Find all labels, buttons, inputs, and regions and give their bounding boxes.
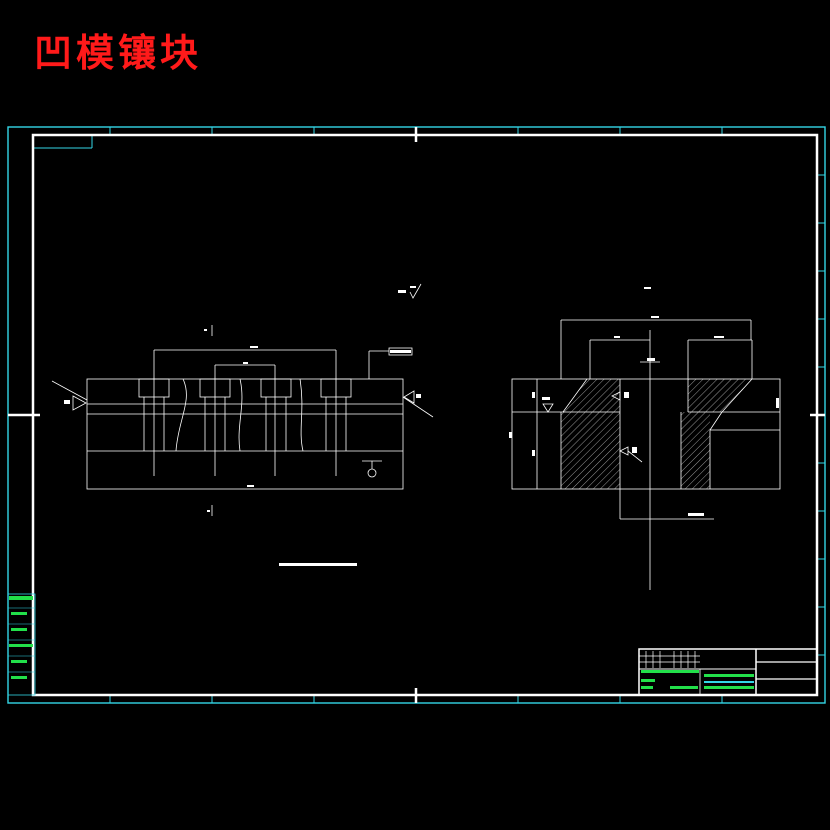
title-block <box>638 648 818 696</box>
centering-marks <box>8 127 825 703</box>
roughness-symbol <box>398 283 422 299</box>
margin-stamp-table <box>7 593 36 696</box>
front-view <box>51 325 434 516</box>
front-view-notes <box>64 329 421 566</box>
section-view <box>509 287 781 590</box>
drawing-title: 凹模镶块 <box>34 30 203 75</box>
